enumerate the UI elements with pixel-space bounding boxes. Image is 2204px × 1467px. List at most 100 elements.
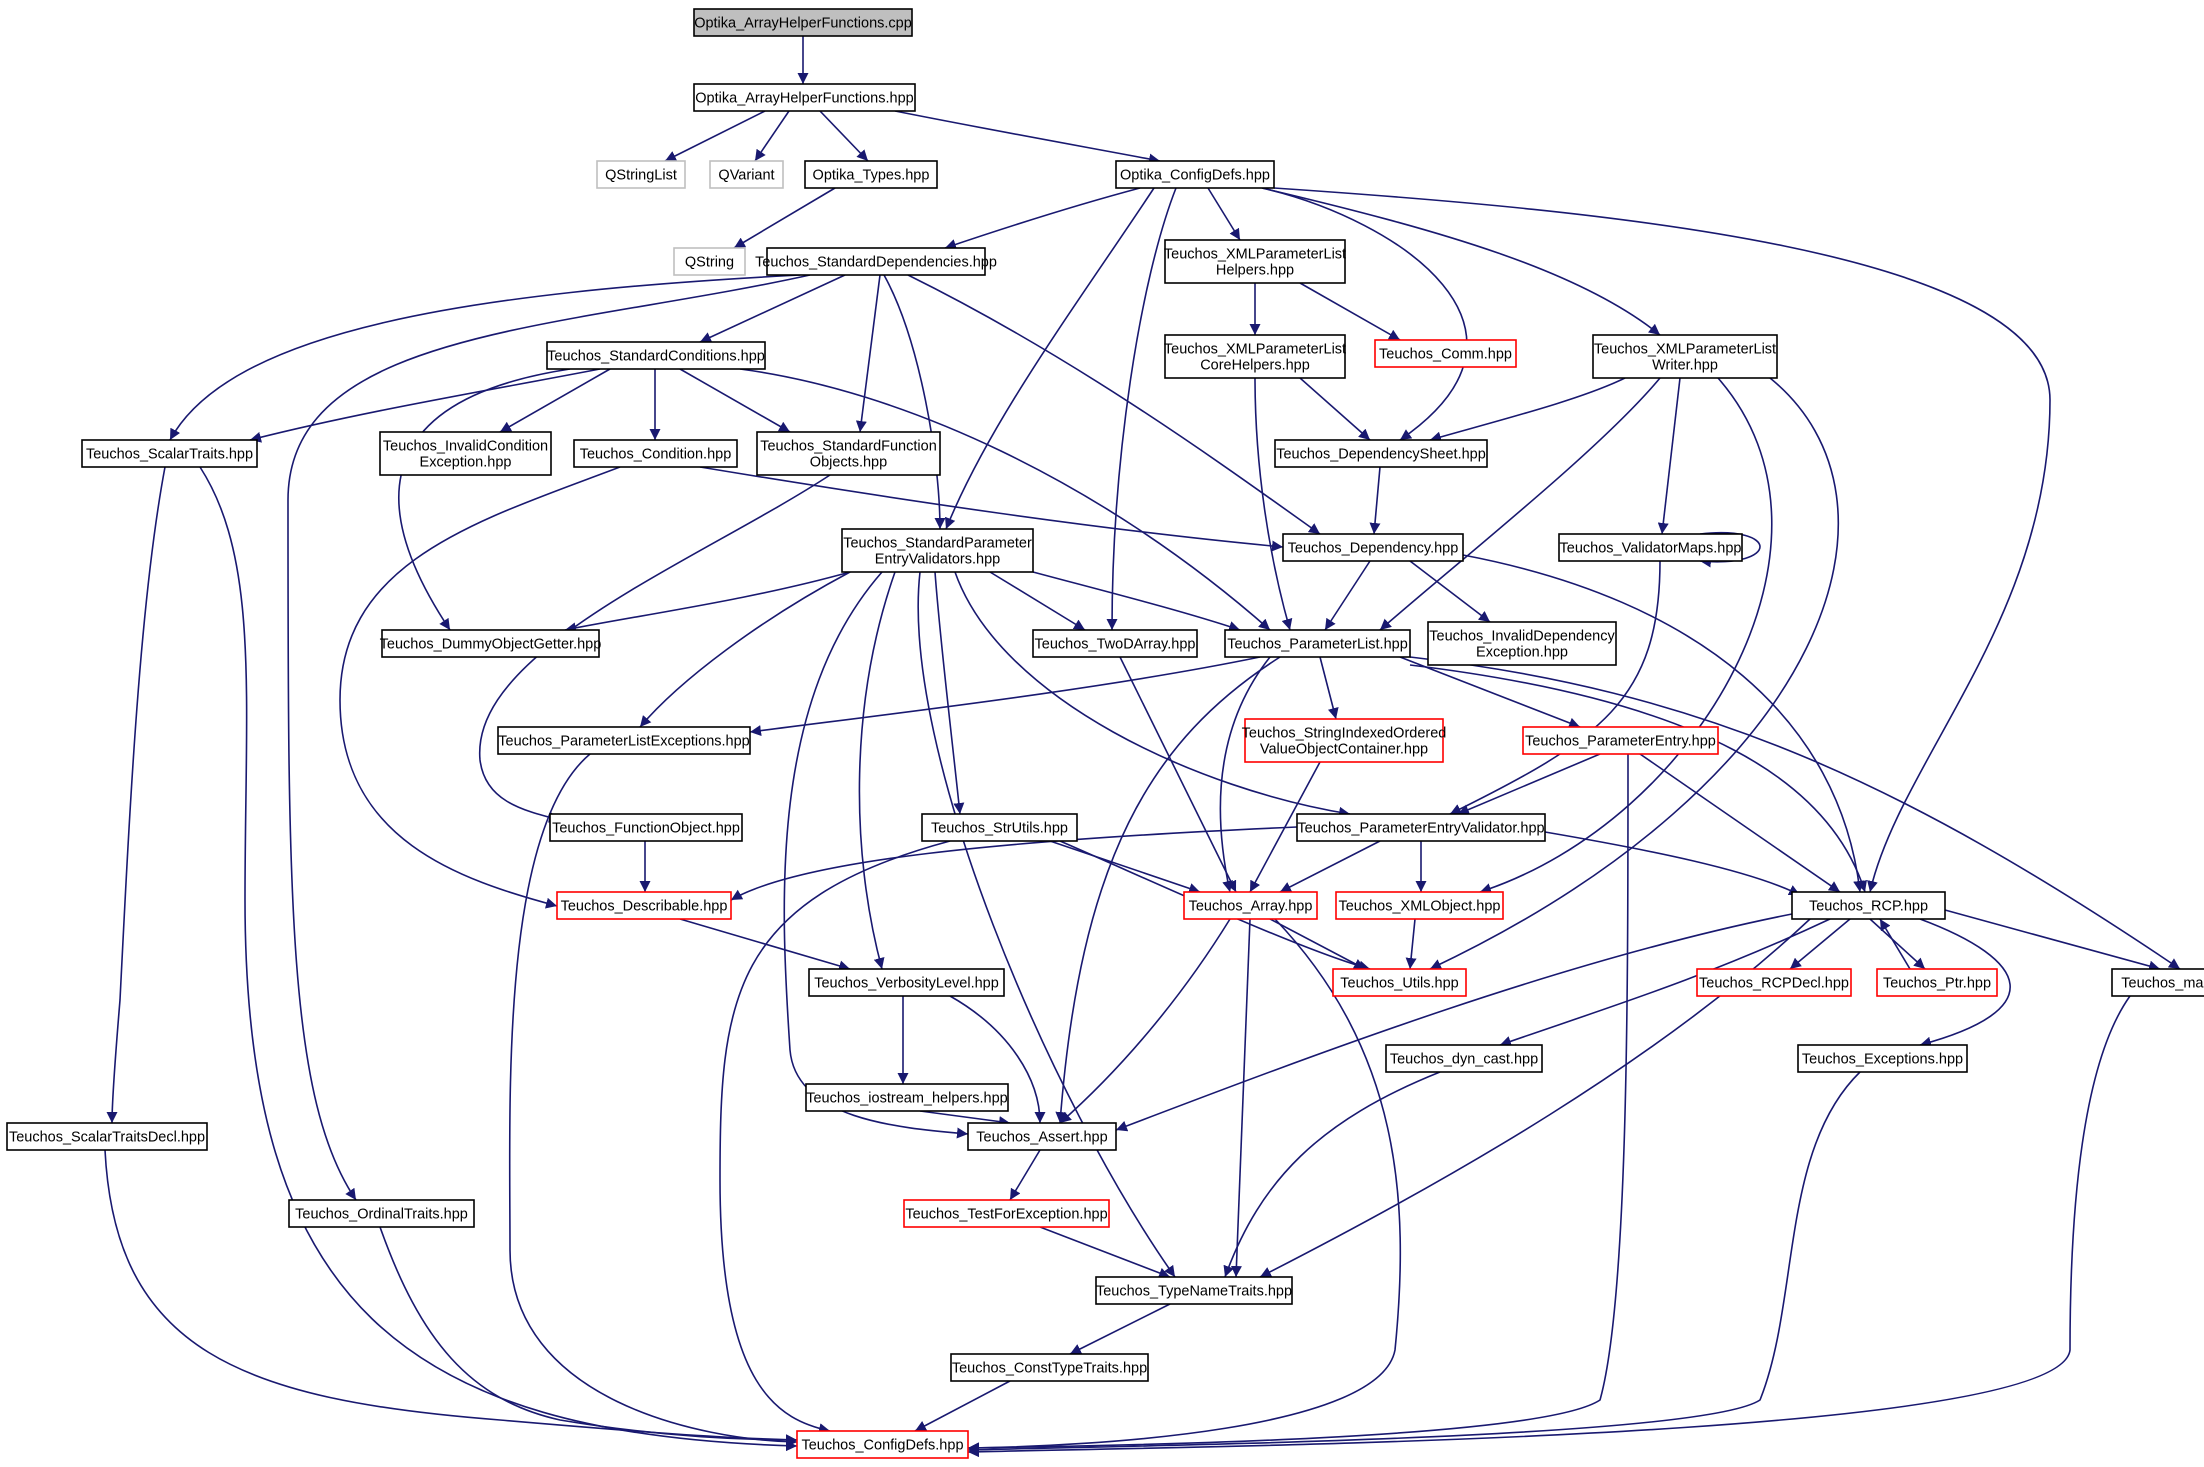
node-pev[interactable]: Teuchos_ParameterEntryValidator.hpp	[1296, 813, 1546, 842]
node-box	[379, 431, 552, 476]
node-optika-types[interactable]: Optika_Types.hpp	[804, 160, 938, 189]
node-dependency[interactable]: Teuchos_Dependency.hpp	[1282, 533, 1464, 562]
edge-std-pev-to-pl-exceptions	[639, 571, 851, 728]
node-label: Teuchos_InvalidCondition	[383, 439, 548, 455]
edge-const-type-traits-to-teuchos-configdefs	[914, 1380, 1011, 1432]
node-qstringlist[interactable]: QStringList	[596, 160, 686, 189]
node-label: QString	[685, 255, 734, 271]
node-label: Exception.hpp	[420, 455, 512, 471]
node-ptr[interactable]: Teuchos_Ptr.hpp	[1876, 968, 1998, 997]
node-dep-sheet[interactable]: Teuchos_DependencySheet.hpp	[1274, 439, 1488, 468]
edge-param-entry-to-pev	[1457, 753, 1601, 815]
edge-std-pev-to-type-name-traits	[917, 571, 1176, 1278]
edge-optika-types-to-qstring	[733, 187, 836, 249]
edge-std-func-obj-to-function-object	[479, 474, 831, 823]
edge-std-pev-to-param-list	[1032, 571, 1241, 632]
node-box	[573, 439, 738, 468]
node-std-deps[interactable]: Teuchos_StandardDependencies.hpp	[755, 247, 997, 276]
node-label: Teuchos_Describable.hpp	[561, 899, 728, 915]
node-teuchos-configdefs[interactable]: Teuchos_ConfigDefs.hpp	[796, 1430, 969, 1459]
node-param-list[interactable]: Teuchos_ParameterList.hpp	[1224, 629, 1411, 658]
node-ordinal-traits[interactable]: Teuchos_OrdinalTraits.hpp	[288, 1199, 475, 1228]
node-rcp-decl[interactable]: Teuchos_RCPDecl.hpp	[1696, 968, 1852, 997]
edge-param-entry-to-rcp	[1639, 753, 1841, 893]
node-describable[interactable]: Teuchos_Describable.hpp	[556, 891, 732, 920]
node-label: CoreHelpers.hpp	[1200, 358, 1310, 374]
node-test-for-exception[interactable]: Teuchos_TestForException.hpp	[903, 1199, 1110, 1228]
node-label: Teuchos_StringIndexedOrdered	[1242, 726, 1447, 742]
node-function-object[interactable]: Teuchos_FunctionObject.hpp	[549, 813, 743, 842]
node-qvariant[interactable]: QVariant	[709, 160, 784, 189]
node-label: Optika_ArrayHelperFunctions.hpp	[695, 91, 913, 107]
node-label: Teuchos_StrUtils.hpp	[931, 821, 1068, 837]
file-nodes: Optika_ArrayHelperFunctions.cppOptika_Ar…	[6, 8, 2204, 1459]
node-exceptions[interactable]: Teuchos_Exceptions.hpp	[1797, 1044, 1968, 1073]
edge-optika-configdefs-to-xml-helpers	[1207, 187, 1241, 241]
node-label: Teuchos_Comm.hpp	[1379, 347, 1512, 363]
edge-condition-to-describable	[339, 466, 621, 909]
edge-ordinal-traits-to-teuchos-configdefs	[379, 1226, 798, 1446]
edge-describable-to-verbosity	[679, 918, 851, 972]
node-label: Teuchos_dyn_cast.hpp	[1390, 1052, 1538, 1068]
edge-std-pev-to-two-d-array	[989, 571, 1086, 631]
node-box	[1797, 1044, 1968, 1073]
edge-std-pev-to-pev	[954, 571, 1351, 818]
node-scalar-traits-decl[interactable]: Teuchos_ScalarTraitsDecl.hpp	[6, 1122, 208, 1151]
node-optika-configdefs[interactable]: Optika_ConfigDefs.hpp	[1115, 160, 1275, 189]
node-scalar-traits[interactable]: Teuchos_ScalarTraits.hpp	[81, 439, 258, 468]
node-qstring[interactable]: QString	[673, 247, 746, 276]
node-map[interactable]: Teuchos_map.hpp	[2111, 968, 2204, 997]
edge-test-for-exception-to-type-name-traits	[1039, 1226, 1171, 1279]
node-pl-exceptions[interactable]: Teuchos_ParameterListExceptions.hpp	[497, 726, 751, 755]
edge-std-deps-to-dependency	[907, 274, 1321, 535]
node-comm[interactable]: Teuchos_Comm.hpp	[1374, 339, 1517, 368]
node-box	[1282, 533, 1464, 562]
node-root[interactable]: Optika_ArrayHelperFunctions.cpp	[693, 8, 913, 37]
node-validator-maps[interactable]: Teuchos_ValidatorMaps.hpp	[1558, 533, 1743, 562]
node-iostream-helpers[interactable]: Teuchos_iostream_helpers.hpp	[805, 1083, 1009, 1112]
edge-rcp-to-dyn-cast	[1499, 918, 1831, 1047]
node-label: Teuchos_XMLObject.hpp	[1338, 899, 1500, 915]
node-dyn-cast[interactable]: Teuchos_dyn_cast.hpp	[1385, 1044, 1543, 1073]
node-array[interactable]: Teuchos_Array.hpp	[1183, 891, 1318, 920]
node-box	[497, 726, 751, 755]
node-rcp[interactable]: Teuchos_RCP.hpp	[1791, 891, 1946, 920]
node-label: Teuchos_Array.hpp	[1189, 899, 1313, 915]
node-box	[288, 1199, 475, 1228]
node-dummy-getter[interactable]: Teuchos_DummyObjectGetter.hpp	[380, 629, 602, 658]
edge-std-conditions-to-invalid-cond	[499, 368, 611, 433]
edge-dependency-to-invalid-dep	[1409, 560, 1491, 623]
edge-std-deps-to-ordinal-traits	[287, 274, 811, 1201]
node-box	[1427, 621, 1617, 666]
node-type-name-traits[interactable]: Teuchos_TypeNameTraits.hpp	[1095, 1276, 1293, 1305]
node-const-type-traits[interactable]: Teuchos_ConstTypeTraits.hpp	[950, 1353, 1149, 1382]
node-std-conditions[interactable]: Teuchos_StandardConditions.hpp	[546, 341, 766, 370]
node-condition[interactable]: Teuchos_Condition.hpp	[573, 439, 738, 468]
node-two-d-array[interactable]: Teuchos_TwoDArray.hpp	[1032, 629, 1198, 658]
node-param-entry[interactable]: Teuchos_ParameterEntry.hpp	[1522, 726, 1719, 755]
node-std-pev[interactable]: Teuchos_StandardParameterEntryValidators…	[841, 528, 1034, 573]
node-utils[interactable]: Teuchos_Utils.hpp	[1332, 968, 1467, 997]
node-assert[interactable]: Teuchos_Assert.hpp	[967, 1122, 1117, 1151]
edge-ptr-to-rcp	[1879, 918, 1911, 970]
node-label: Teuchos_XMLParameterList	[1594, 342, 1776, 358]
node-box	[6, 1122, 208, 1151]
node-xml-object[interactable]: Teuchos_XMLObject.hpp	[1335, 891, 1504, 920]
node-str-utils[interactable]: Teuchos_StrUtils.hpp	[921, 813, 1078, 842]
node-box	[546, 341, 766, 370]
node-verbosity[interactable]: Teuchos_VerbosityLevel.hpp	[808, 968, 1005, 997]
node-label: Teuchos_Ptr.hpp	[1883, 976, 1991, 992]
node-label: Objects.hpp	[810, 455, 887, 471]
node-box	[1592, 334, 1778, 379]
node-ahf-hpp[interactable]: Optika_ArrayHelperFunctions.hpp	[693, 83, 916, 112]
node-box	[673, 247, 746, 276]
node-sioc[interactable]: Teuchos_StringIndexedOrderedValueObjectC…	[1242, 718, 1447, 763]
node-label: Teuchos_ParameterEntry.hpp	[1525, 734, 1716, 750]
